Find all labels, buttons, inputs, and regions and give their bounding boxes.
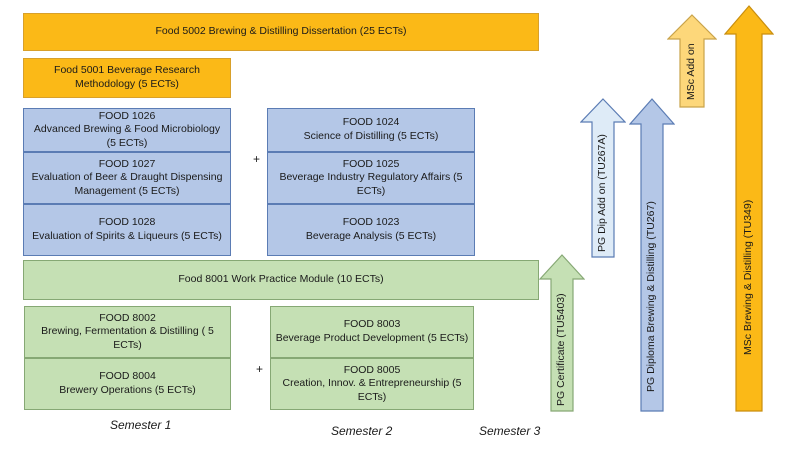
pg-certificate-label: PG Certificate (TU5403) <box>555 293 567 406</box>
msc-add-on-label: MSc Add on <box>685 43 697 100</box>
msc-arrow-shape <box>724 5 774 412</box>
semester-3-label: Semester 3 <box>479 424 541 438</box>
module-food-8005: FOOD 8005 Creation, Innov. & Entrepreneu… <box>270 358 474 410</box>
module-food-8002: FOOD 8002 Brewing, Fermentation & Distil… <box>24 306 231 358</box>
semester-2-label: Semester 2 <box>331 424 393 438</box>
pg-diploma-arrow: PG Diploma Brewing & Distilling (TU267) <box>629 98 675 412</box>
msc-arrow: MSc Brewing & Distilling (TU349) <box>724 5 774 412</box>
module-food-1027: FOOD 1027 Evaluation of Beer & Draught D… <box>23 152 231 204</box>
pg-dip-add-on-arrow-shape <box>580 98 626 258</box>
plus-sign-lower: + <box>256 362 264 376</box>
pg-certificate-arrow: PG Certificate (TU5403) <box>539 254 585 412</box>
pg-dip-add-on-arrow: PG Dip Add on (TU267A) <box>580 98 626 258</box>
module-food-8003: FOOD 8003 Beverage Product Development (… <box>270 306 474 358</box>
module-food-1024: FOOD 1024 Science of Distilling (5 ECTs) <box>267 108 475 152</box>
pg-dip-add-on-label: PG Dip Add on (TU267A) <box>596 134 608 252</box>
beverage-research-module: Food 5001 Beverage Research Methodology … <box>23 58 231 98</box>
module-food-1028: FOOD 1028 Evaluation of Spirits & Liqueu… <box>23 204 231 256</box>
module-food-8004: FOOD 8004 Brewery Operations (5 ECTs) <box>24 358 231 410</box>
module-food-1025: FOOD 1025 Beverage Industry Regulatory A… <box>267 152 475 204</box>
pg-certificate-arrow-shape <box>539 254 585 412</box>
msc-add-on-arrow-shape <box>667 14 717 108</box>
plus-sign-upper: + <box>253 152 261 166</box>
semester-1-label: Semester 1 <box>110 418 172 432</box>
module-food-8001: Food 8001 Work Practice Module (10 ECTs) <box>23 260 539 300</box>
module-food-1026: FOOD 1026 Advanced Brewing & Food Microb… <box>23 108 231 152</box>
module-food-1023: FOOD 1023 Beverage Analysis (5 ECTs) <box>267 204 475 256</box>
pg-diploma-label: PG Diploma Brewing & Distilling (TU267) <box>645 201 657 392</box>
dissertation-module: Food 5002 Brewing & Distilling Dissertat… <box>23 13 539 51</box>
pg-diploma-arrow-shape <box>629 98 675 412</box>
msc-add-on-arrow: MSc Add on <box>667 14 717 108</box>
msc-label: MSc Brewing & Distilling (TU349) <box>742 199 754 355</box>
